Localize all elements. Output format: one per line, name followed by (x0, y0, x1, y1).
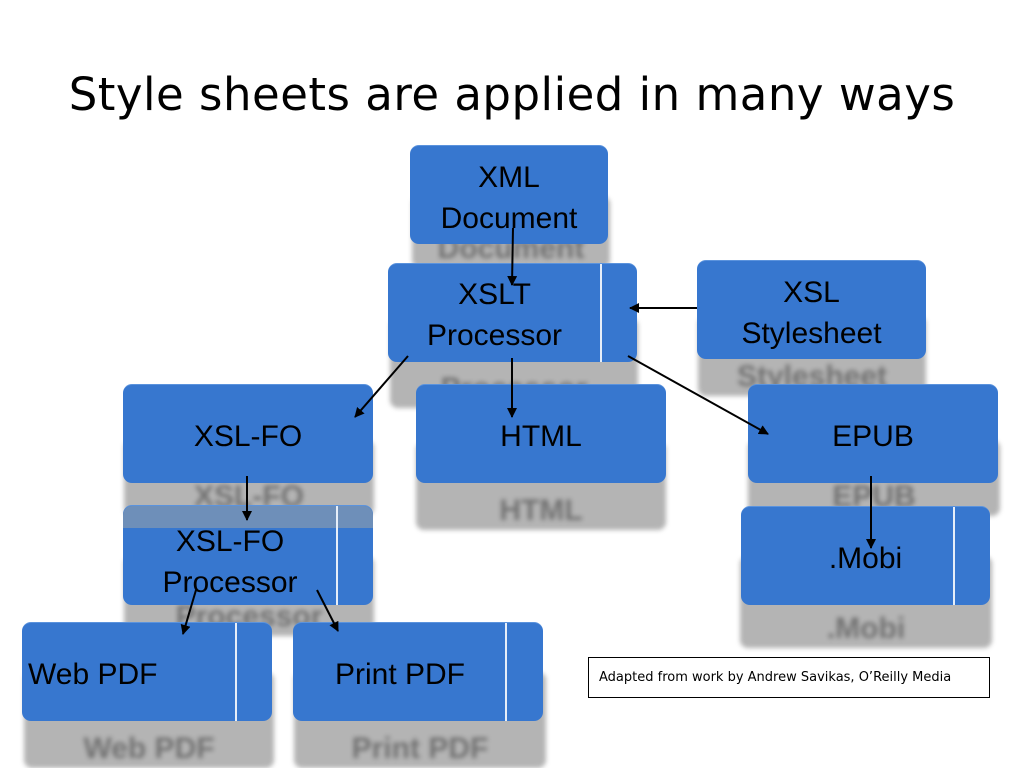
slide-title: Style sheets are applied in many ways (68, 68, 956, 121)
node-web-pdf-label: Web PDF (28, 658, 158, 691)
node-xsl-fo-processor-divider (336, 506, 338, 605)
node-web-pdf-divider (235, 623, 237, 721)
node-html: HTML (416, 384, 666, 483)
node-xsl-fo-processor-label: XSL-FO Processor (162, 525, 298, 599)
arrow-xslt-to-xsl-fo (354, 355, 409, 418)
node-web-pdf: Web PDF (22, 622, 272, 721)
node-xslt-processor-label: XSLT Processor (426, 278, 563, 352)
reflection-html-label: HTML (499, 494, 583, 527)
citation-box: Adapted from work by Andrew Savikas, O’R… (588, 657, 990, 698)
reflection-mobi-label: .Mobi (826, 612, 906, 645)
node-mobi-divider (953, 507, 955, 605)
node-xsl-fo-label: XSL-FO (193, 420, 303, 453)
node-epub: EPUB (748, 384, 998, 483)
node-mobi-label: .Mobi (828, 542, 903, 575)
node-xsl-fo: XSL-FO (123, 384, 373, 483)
node-xsl-fo-processor: XSL-FO Processor (123, 505, 373, 605)
node-print-pdf: Print PDF (293, 622, 543, 721)
node-print-pdf-divider (505, 623, 507, 721)
node-xml-document: XML Document (410, 145, 608, 244)
arrow-processor-to-web-pdf (180, 589, 197, 635)
reflection-print-pdf-label: Print PDF (351, 732, 489, 765)
node-xslt-processor-divider (600, 264, 602, 362)
node-xsl-stylesheet-label: XSL Stylesheet (741, 276, 882, 350)
node-html-label: HTML (500, 420, 582, 453)
node-xml-document-label: XML Document (440, 161, 578, 235)
arrow-processor-to-print-pdf (316, 589, 339, 632)
node-mobi: .Mobi (741, 506, 990, 605)
node-epub-label: EPUB (832, 420, 914, 453)
node-xsl-stylesheet: XSL Stylesheet (697, 260, 926, 359)
reflection-web-pdf-label: Web PDF (83, 732, 215, 765)
node-xslt-processor: XSLT Processor (388, 263, 637, 362)
arrow-xslt-to-epub (627, 355, 769, 435)
arrow-xml-to-xslt (507, 227, 518, 286)
node-print-pdf-label: Print PDF (334, 658, 466, 691)
